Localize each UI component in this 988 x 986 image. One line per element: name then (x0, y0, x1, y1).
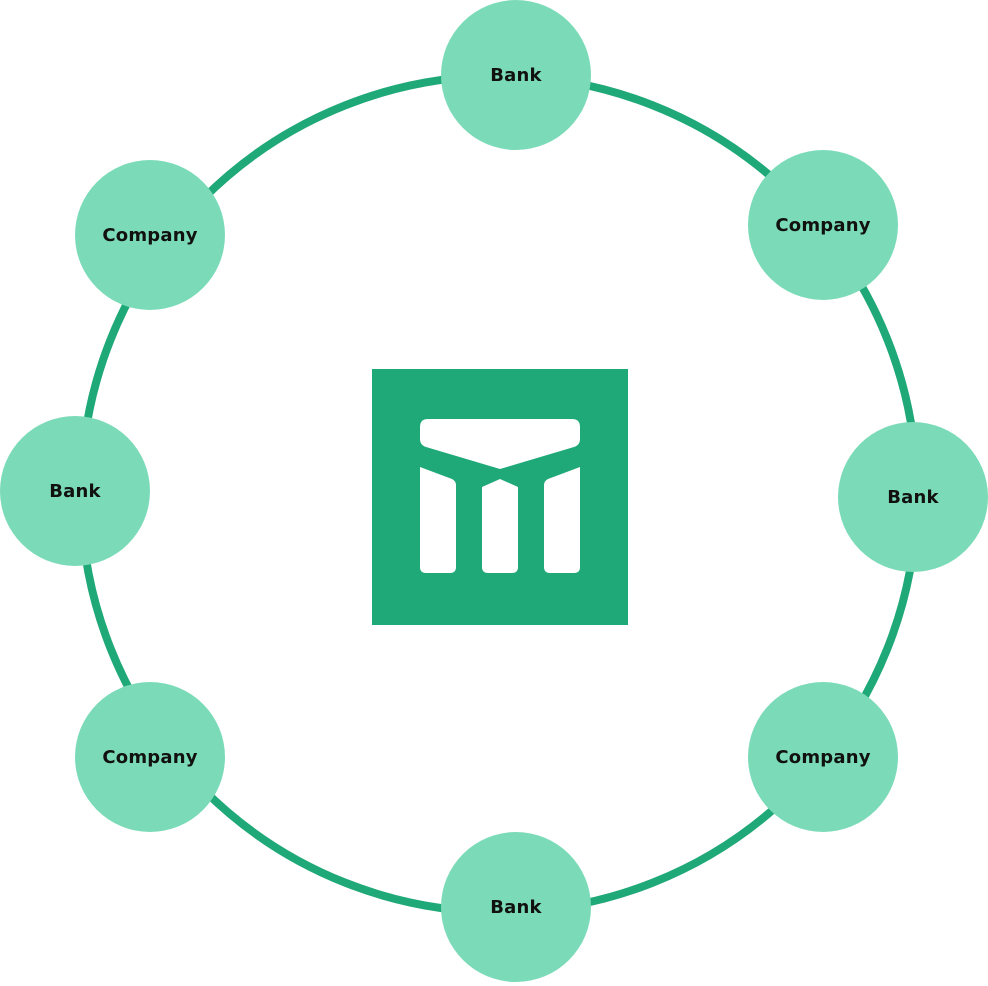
node-top-left: Company (75, 160, 225, 310)
node-top: Bank (441, 0, 591, 150)
node-left: Bank (0, 416, 150, 566)
node-bottom: Bank (441, 832, 591, 982)
node-label: Company (102, 746, 198, 768)
node-label: Company (775, 746, 871, 768)
node-label: Bank (490, 896, 542, 918)
node-top-right: Company (748, 150, 898, 300)
node-label: Bank (490, 64, 542, 86)
node-label: Bank (49, 480, 101, 502)
logo-column-left (420, 467, 456, 573)
node-right: Bank (838, 422, 988, 572)
node-label: Company (102, 224, 198, 246)
node-label: Bank (887, 486, 939, 508)
node-label: Company (775, 214, 871, 236)
node-bottom-left: Company (75, 682, 225, 832)
center-logo (372, 369, 628, 625)
bank-columns-logo-icon (372, 369, 628, 625)
logo-roof (420, 419, 580, 469)
logo-column-right (544, 467, 580, 573)
logo-column-middle (482, 479, 518, 573)
node-bottom-right: Company (748, 682, 898, 832)
